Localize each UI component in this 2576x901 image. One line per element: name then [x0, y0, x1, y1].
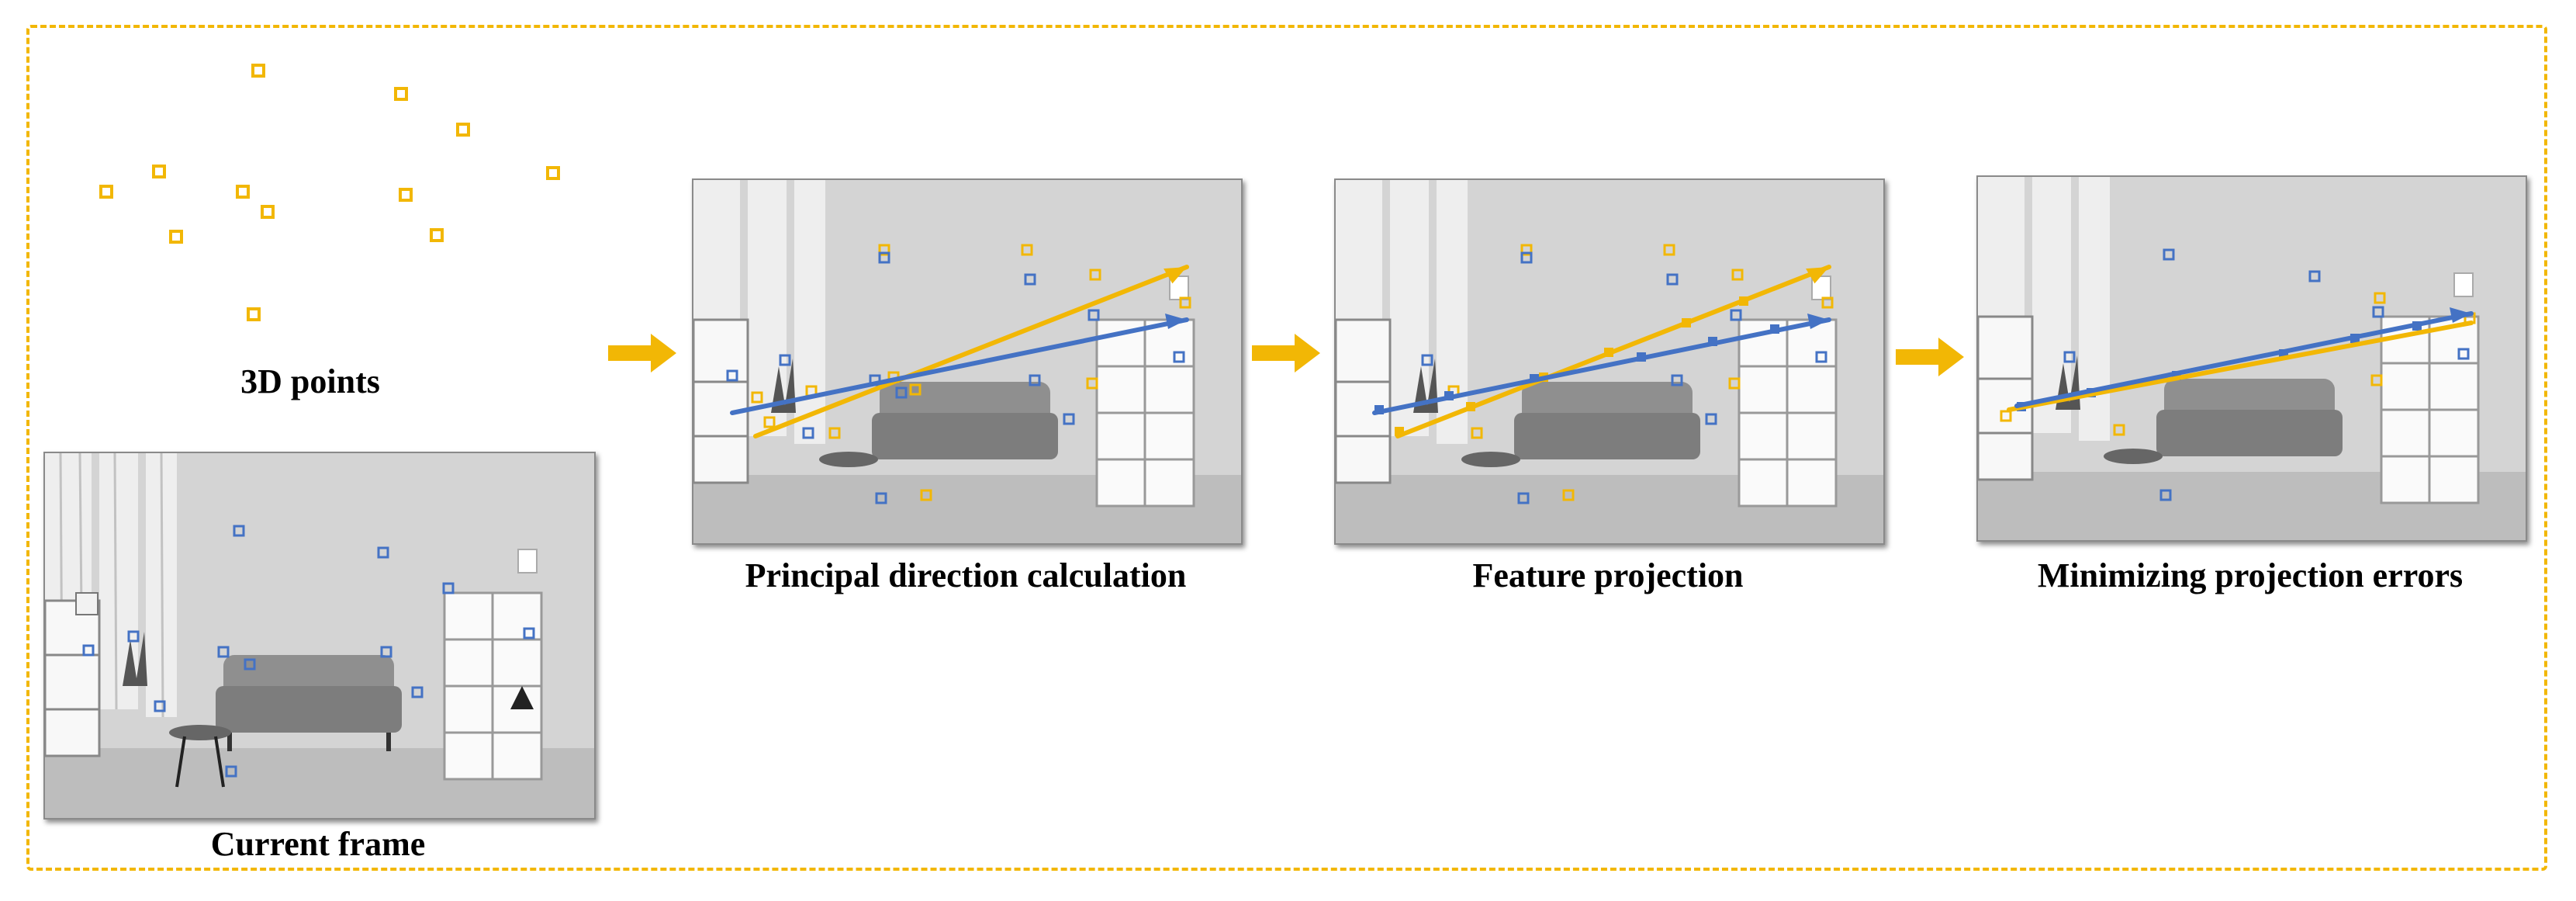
- principal-direction-image: [692, 178, 1243, 545]
- flow-arrow-icon: [1252, 334, 1320, 373]
- yellow-direction-line: [2007, 321, 2474, 412]
- label-3d-points: 3D points: [240, 362, 380, 400]
- blue-direction-line: [2014, 311, 2474, 408]
- blue-direction-line: [730, 317, 1189, 415]
- 3d-points-cloud: [99, 64, 560, 321]
- 3d-point: [169, 230, 183, 244]
- 3d-point: [261, 205, 275, 219]
- feature-projection-image: [1334, 178, 1885, 545]
- 3d-point: [430, 228, 444, 242]
- label-feature-projection: Feature projection: [1472, 556, 1744, 594]
- left-shelf: [45, 599, 101, 757]
- yellow-direction-line: [753, 265, 1189, 438]
- label-principal-direction: Principal direction calculation: [745, 556, 1187, 594]
- flow-arrow-icon: [1896, 338, 1964, 376]
- current-frame-image: [43, 452, 596, 820]
- 3d-point: [247, 307, 261, 321]
- 3d-point: [99, 185, 113, 199]
- label-minimizing-errors: Minimizing projection errors: [2037, 556, 2464, 594]
- yellow-direction-line: [1395, 265, 1831, 438]
- label-current-frame: Current frame: [210, 825, 426, 863]
- minimizing-errors-image: [1976, 175, 2527, 542]
- 3d-point: [152, 165, 166, 178]
- 3d-point: [251, 64, 265, 78]
- flow-arrow-icon: [608, 334, 676, 373]
- right-shelf: [443, 591, 543, 781]
- dashed-outer-frame: [26, 25, 2547, 871]
- 3d-point: [394, 87, 408, 101]
- sofa: [216, 655, 402, 751]
- 3d-point: [236, 185, 250, 199]
- 3d-point: [399, 188, 413, 202]
- 3d-point: [546, 166, 560, 180]
- 3d-point: [456, 123, 470, 137]
- blue-direction-line: [1372, 317, 1831, 415]
